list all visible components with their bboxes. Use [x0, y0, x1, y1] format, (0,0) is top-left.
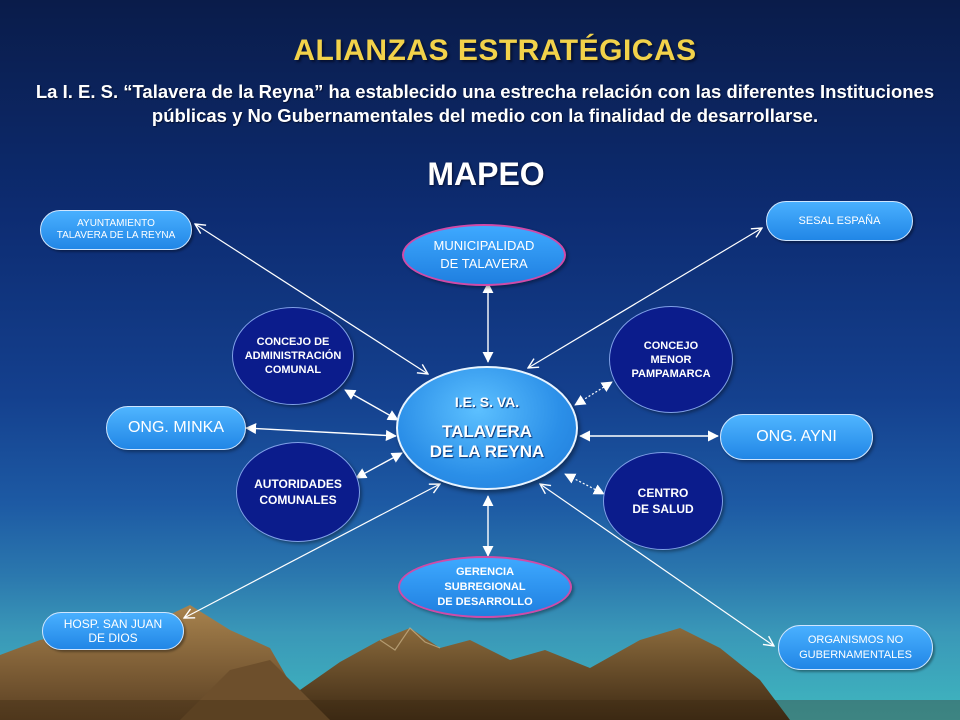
connector-concejo-menor [574, 381, 613, 406]
node-centro-salud: CENTRO DE SALUD [603, 452, 723, 550]
page-subtitle: La I. E. S. “Talavera de la Reyna” ha es… [35, 81, 935, 126]
center-line-3: DE LA REYNA [429, 442, 545, 461]
node-hospital: HOSP. SAN JUAN DE DIOS [42, 612, 184, 650]
node-autoridades: AUTORIDADES COMUNALES [236, 442, 360, 542]
connector-hospital [184, 484, 440, 618]
connector-centro-salud [564, 473, 605, 495]
page-title: ALIANZAS ESTRATÉGICAS [293, 34, 697, 67]
node-concejo-menor: CONCEJO MENOR PAMPAMARCA [609, 306, 733, 413]
connector-ong-minka [245, 423, 397, 441]
connector-sesal [528, 228, 762, 368]
node-ayuntamiento: AYUNTAMIENTO TALAVERA DE LA REYNA [40, 210, 192, 250]
node-concejo-admin: CONCEJO DE ADMINISTRACIÓN COMUNAL [232, 307, 354, 405]
node-municipalidad: MUNICIPALIDAD DE TALAVERA [402, 224, 566, 286]
connector-autoridades [355, 452, 403, 479]
node-sesal: SESAL ESPAÑA [766, 201, 913, 241]
node-gerencia: GERENCIA SUBREGIONAL DE DESARROLLO [398, 556, 572, 618]
center-node: I.E. S. VA. TALAVERA DE LA REYNA [396, 366, 578, 490]
connector-ayuntamiento [195, 224, 428, 374]
node-ong-ayni: ONG. AYNI [720, 414, 873, 460]
connector-ong-general [540, 484, 774, 646]
center-line-1: I.E. S. VA. [454, 394, 520, 410]
section-title: MAPEO [427, 156, 545, 192]
center-line-2: TALAVERA [441, 422, 533, 441]
mountain-range [0, 605, 960, 720]
connector-concejo-admin [344, 389, 399, 421]
node-ong-minka: ONG. MINKA [106, 406, 246, 450]
node-ong-general: ORGANISMOS NO GUBERNAMENTALES [778, 625, 933, 670]
